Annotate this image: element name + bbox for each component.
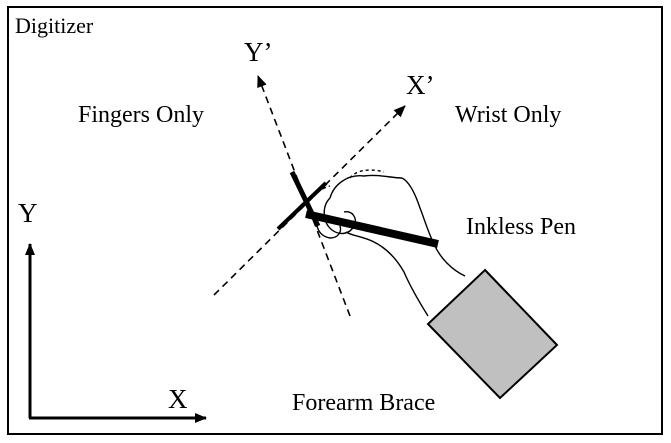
forearm-brace-label: Forearm Brace bbox=[292, 390, 435, 416]
pen-crosshair-short bbox=[276, 181, 328, 231]
upper-arm-contour bbox=[401, 177, 466, 277]
rotated-x-axis-label: X’ bbox=[406, 70, 435, 100]
global-y-axis-label: Y bbox=[18, 198, 38, 228]
lower-arm-contour bbox=[345, 231, 429, 317]
rotated-y-axis-label: Y’ bbox=[244, 37, 273, 67]
finger-dashed-back bbox=[349, 169, 385, 179]
inkless-pen bbox=[305, 210, 439, 248]
global-x-axis-label: X bbox=[168, 384, 188, 414]
global-axes bbox=[25, 243, 207, 423]
fingers-only-label: Fingers Only bbox=[78, 102, 204, 128]
forearm-brace bbox=[426, 268, 559, 400]
hand-outline bbox=[315, 174, 466, 317]
inkless-pen-label: Inkless Pen bbox=[466, 214, 576, 240]
panel-title: Digitizer bbox=[15, 13, 94, 38]
pen-crosshair-long bbox=[289, 170, 321, 228]
rotated-y-axis-line bbox=[257, 75, 351, 317]
finger-curl bbox=[323, 197, 356, 235]
wrist-only-label: Wrist Only bbox=[455, 102, 561, 128]
knuckles-contour bbox=[329, 174, 403, 199]
